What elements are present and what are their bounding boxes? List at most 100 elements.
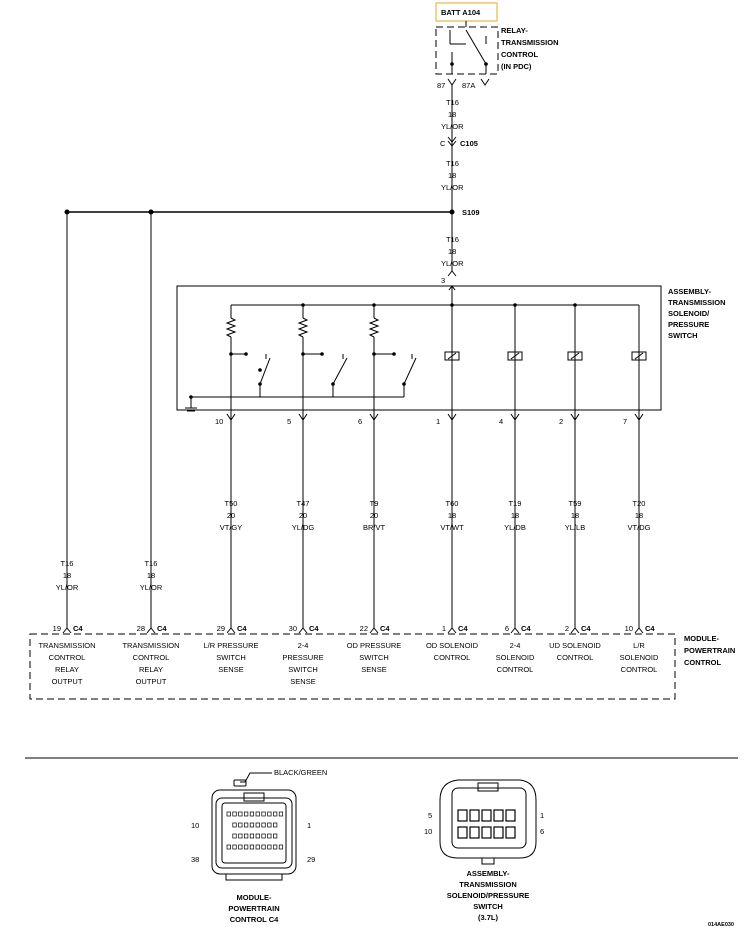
asm-caption-3: SOLENOID/PRESSURE bbox=[447, 891, 530, 900]
trunk-color-2: YL/OR bbox=[441, 183, 464, 192]
module-function-label: 2-4 bbox=[298, 641, 309, 650]
c4-caption-2: POWERTRAIN bbox=[228, 904, 279, 913]
module-function-label: SENSE bbox=[290, 677, 315, 686]
trunk-gauge-1: 18 bbox=[448, 110, 456, 119]
trunk-circuit-1: T16 bbox=[446, 98, 459, 107]
c4-pin-cavity bbox=[249, 811, 255, 817]
module-function-label: RELAY bbox=[139, 665, 163, 674]
c4-pin-cavity bbox=[255, 811, 260, 817]
c4-pin-cavity bbox=[273, 844, 278, 850]
module-connector-mark bbox=[298, 627, 308, 634]
c4-pin-cavity bbox=[278, 844, 284, 850]
trunk-circuit-2: T16 bbox=[446, 159, 459, 168]
assembly-label-4: PRESSURE bbox=[668, 320, 709, 329]
module-label-3: CONTROL bbox=[684, 658, 721, 667]
assembly-connector-mark bbox=[447, 413, 457, 421]
c4-pin-38: 38 bbox=[191, 855, 199, 864]
module-function-label: 2-4 bbox=[510, 641, 521, 650]
wire-color: YL/DB bbox=[504, 523, 526, 532]
c4-pin-10: 10 bbox=[191, 821, 199, 830]
wire-gauge: 18 bbox=[635, 511, 643, 520]
c4-pin-cavity bbox=[249, 822, 255, 828]
module-function-label: PRESSURE bbox=[282, 653, 323, 662]
module-conn-label: C4 bbox=[380, 624, 390, 633]
asm-pin-cavity bbox=[469, 826, 480, 839]
s109-label: S109 bbox=[462, 208, 480, 217]
module-connector-mark bbox=[570, 627, 580, 634]
asm-pin-cavity bbox=[469, 809, 480, 822]
trunk-color-3: YL/OR bbox=[441, 259, 464, 268]
module-label-2: POWERTRAIN bbox=[684, 646, 735, 655]
asm-caption-2: TRANSMISSION bbox=[459, 880, 517, 889]
wire-gauge: 18 bbox=[448, 511, 456, 520]
relay-label-3: CONTROL bbox=[501, 50, 538, 59]
asm-pin-cavity bbox=[457, 809, 468, 822]
module-function-label: L/R PRESSURE bbox=[203, 641, 258, 650]
c4-pin-cavity bbox=[226, 811, 231, 817]
wire-color: VT/WT bbox=[440, 523, 464, 532]
module-function-label: CONTROL bbox=[621, 665, 658, 674]
wire-color: YL/DG bbox=[292, 523, 315, 532]
asm-pin-5: 5 bbox=[428, 811, 432, 820]
module-pin-label: 28 bbox=[137, 624, 145, 633]
assembly-pin-label: 10 bbox=[215, 417, 223, 426]
relay-label-4: (IN PDC) bbox=[501, 62, 532, 71]
wire-gauge: 20 bbox=[370, 511, 378, 520]
c4-pin-cavity bbox=[267, 822, 272, 828]
c4-pin-cavity bbox=[238, 833, 243, 839]
module-pin-label: 2 bbox=[565, 624, 569, 633]
assembly-connector-mark bbox=[634, 413, 644, 421]
module-function-label: CONTROL bbox=[434, 653, 471, 662]
assembly-connector-mark bbox=[298, 413, 308, 421]
module-function-label: OD PRESSURE bbox=[347, 641, 402, 650]
wire-color: VT/DG bbox=[628, 523, 651, 532]
assembly-connector-mark bbox=[226, 413, 236, 421]
figure-code: 014AE030 bbox=[708, 922, 734, 928]
assembly-pin-label: 7 bbox=[623, 417, 627, 426]
c4-caption-3: CONTROL C4 bbox=[230, 915, 279, 924]
c4-pin-cavity bbox=[255, 844, 260, 850]
asm-pin-cavity bbox=[481, 826, 492, 839]
module-function-label: CONTROL bbox=[133, 653, 170, 662]
c4-pin-cavity bbox=[267, 811, 272, 817]
module-function-label: SENSE bbox=[218, 665, 243, 674]
module-function-label: RELAY bbox=[55, 665, 79, 674]
wire-circuit: T9 bbox=[370, 499, 379, 508]
relay-transmission-control: RELAY- TRANSMISSION CONTROL (IN PDC) 87 … bbox=[435, 26, 559, 90]
c4-pin-cavity bbox=[244, 844, 249, 850]
assembly-label-2: TRANSMISSION bbox=[668, 298, 726, 307]
assembly-connector-mark bbox=[570, 413, 580, 421]
assembly-pin-label: 5 bbox=[287, 417, 291, 426]
module-pin-label: 29 bbox=[217, 624, 225, 633]
module-conn-label: C4 bbox=[73, 624, 83, 633]
c4-pin-cavity bbox=[249, 844, 255, 850]
module-pin-label: 10 bbox=[625, 624, 633, 633]
module-conn-label: C4 bbox=[309, 624, 319, 633]
module-conn-label: C4 bbox=[237, 624, 247, 633]
module-function-label: TRANSMISSION bbox=[122, 641, 179, 650]
c4-pin-cavity bbox=[261, 822, 266, 828]
wire-circuit: T47 bbox=[297, 499, 310, 508]
asm-pin-cavity bbox=[457, 826, 468, 839]
module-function-label: OUTPUT bbox=[52, 677, 83, 686]
wire-gauge: 20 bbox=[299, 511, 307, 520]
wire-circuit: T59 bbox=[569, 499, 582, 508]
c4-pin-cavity bbox=[232, 844, 237, 850]
wire-color: YL/LB bbox=[565, 523, 585, 532]
asm-caption-5: (3.7L) bbox=[478, 913, 499, 922]
c4-pin-cavity bbox=[267, 844, 272, 850]
battery-label: BATT A104 bbox=[441, 8, 481, 17]
trunk-color-1: YL/OR bbox=[441, 122, 464, 131]
c4-pin-cavity bbox=[273, 833, 278, 839]
asm-pin-1: 1 bbox=[540, 811, 544, 820]
assembly-label-5: SWITCH bbox=[668, 331, 698, 340]
module-conn-label: C4 bbox=[458, 624, 468, 633]
c4-pin-cavity bbox=[244, 822, 249, 828]
module-conn-label: C4 bbox=[581, 624, 591, 633]
c4-pin-cavity bbox=[261, 844, 266, 850]
module-function-label: OUTPUT bbox=[136, 677, 167, 686]
